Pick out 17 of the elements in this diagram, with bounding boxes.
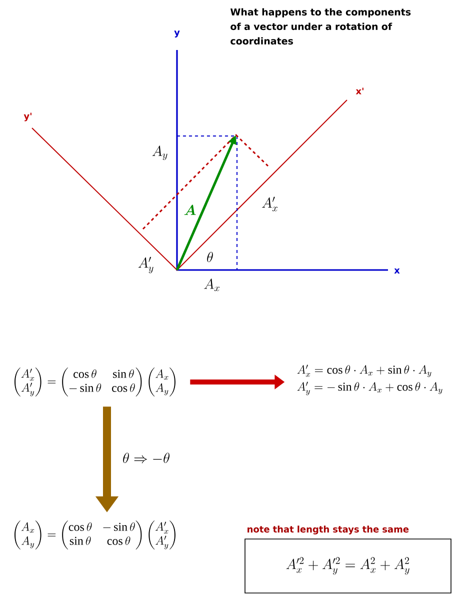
- axis-label: y': [24, 112, 32, 122]
- axis-label: x': [356, 88, 364, 94]
- equations: $A_x' = \cos\theta\cdot A_x + \sin\theta\cdot A_y$ $A_y' = -\sin\theta\cdot A_x + \cos\theta\cdot A_y$: [297, 364, 442, 396]
- axis-label: x: [394, 268, 400, 274]
- component-label: $A_y$: [152, 146, 168, 160]
- axis-label: y: [174, 30, 180, 38]
- component-label: $A_x'$: [262, 196, 278, 212]
- component-label: $A_y'$: [138, 256, 154, 274]
- component-label: $A_x$: [204, 278, 220, 292]
- matrix-equation: $\begin{pmatrix}A_x\\ A_y\end{pmatrix}=\begin{pmatrix}\cos\theta & -\sin\theta\\ \sin\theta & \cos\theta\end{pmatrix}\begin{pmatrix}A_x'\\ A_y'\end{pmatrix}$: [14, 520, 176, 550]
- title: What happens to the components of a vector under a rotation of coordinates: [230, 8, 411, 45]
- vector-label: $A$: [184, 204, 196, 215]
- angle-label: $\theta$: [207, 252, 213, 262]
- formula-box: $A_x'^2 + A_y'^2 = A_x^2 + A_y^2$: [244, 538, 452, 594]
- note: note that length stays the same: [248, 526, 409, 534]
- matrix-equation: $\begin{pmatrix}A_x'\\ A_y'\end{pmatrix}=\begin{pmatrix}\cos\theta & \sin\theta\\ -\sin\theta & \cos\theta\end{pmatrix}\begin{pmatrix}A_x\\ A_y\end{pmatrix}$: [14, 368, 176, 396]
- edge-label: $\theta \Rightarrow -\theta$: [123, 452, 170, 464]
